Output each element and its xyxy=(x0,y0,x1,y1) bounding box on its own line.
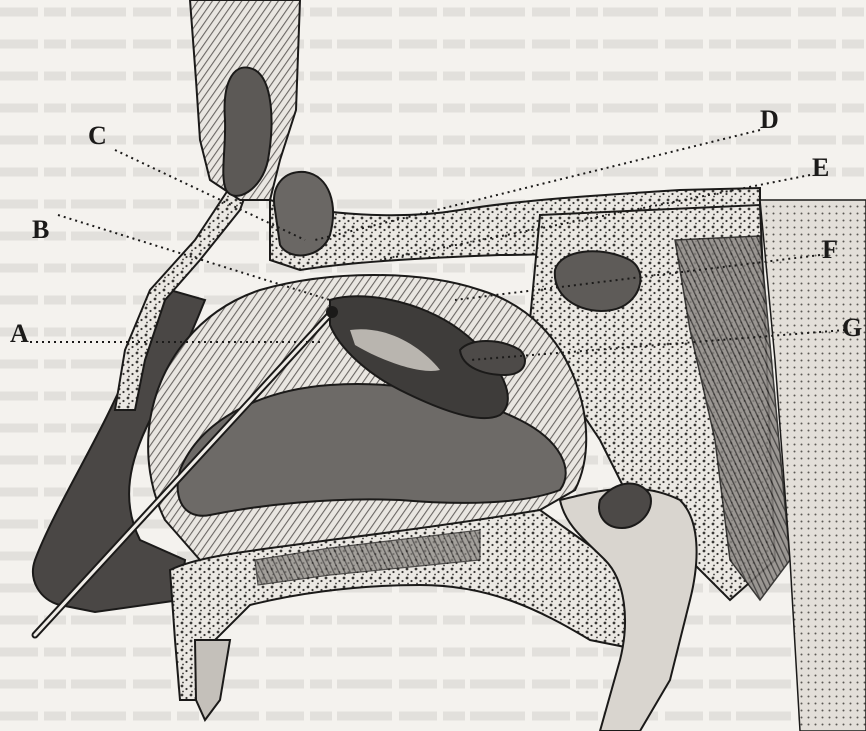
label-g: G xyxy=(842,313,862,342)
label-f: F xyxy=(822,235,838,264)
label-e: E xyxy=(812,153,829,182)
ethmoid-cell xyxy=(274,172,333,256)
label-d: D xyxy=(760,105,779,134)
label-c: C xyxy=(88,121,107,150)
label-a: A xyxy=(10,319,29,348)
probe-tip xyxy=(326,306,338,318)
label-b: B xyxy=(32,215,49,244)
